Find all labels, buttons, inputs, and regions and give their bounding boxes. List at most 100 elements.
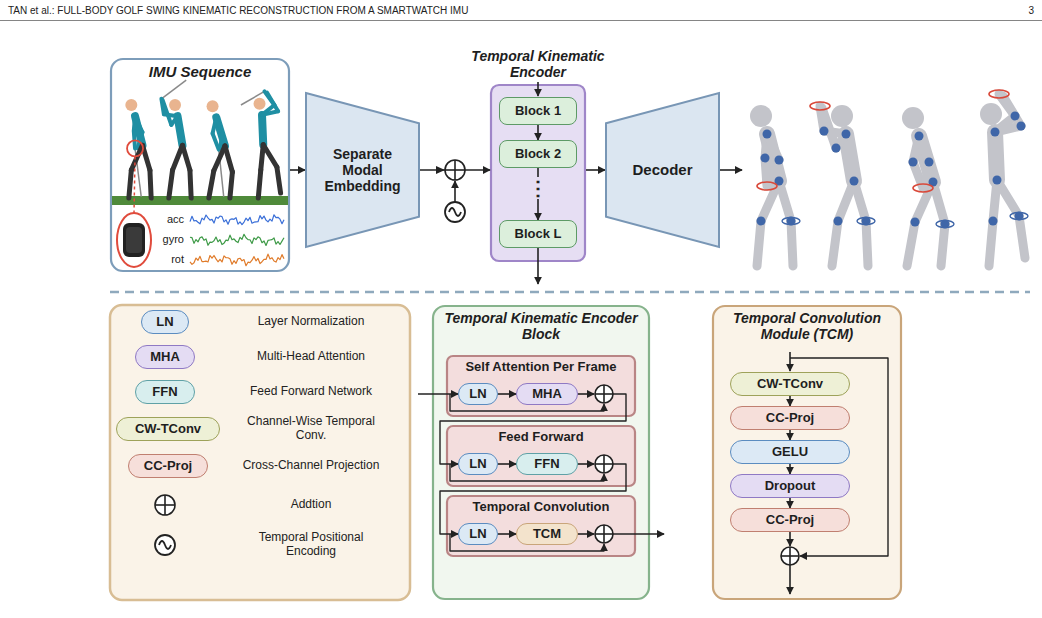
box-heading: IMU Sequence — [110, 58, 290, 80]
encoder-box: Temporal Kinematic EncoderBlock 1Block 2… — [490, 84, 586, 262]
projection-pill: CC-Proj — [730, 508, 850, 532]
input-panel: IMU Sequence — [110, 58, 290, 272]
legend-panel — [110, 305, 410, 600]
tcm-arrow — [789, 532, 791, 546]
page-number: 3 — [1016, 5, 1034, 16]
encoder-block-panel: Temporal Kinematic Encoder BlockSelf Att… — [432, 305, 650, 600]
body-mannequin — [980, 90, 1028, 266]
box-label: Block 1 — [515, 104, 561, 119]
trapezoid-shape — [606, 93, 719, 247]
smartwatch-screen — [126, 227, 142, 253]
box-label: Dropout — [765, 479, 816, 494]
box-label: FFN — [534, 457, 559, 472]
box-outline — [713, 306, 901, 599]
flow-arrow — [586, 169, 605, 171]
layer-norm-pill: LN — [458, 383, 498, 405]
sublayer-box: Self Attention Per FrameLN MHA — [446, 355, 636, 417]
watch-leader — [134, 156, 135, 213]
golfer-figure — [241, 91, 281, 198]
legend-text: Channel-Wise Temporal Conv. — [236, 415, 386, 443]
sublayer-arrow — [578, 393, 594, 395]
signal-trace — [190, 215, 284, 225]
decoder-output-arrow — [720, 169, 742, 171]
box-label: MHA — [532, 387, 562, 402]
trapezoid-shape — [306, 93, 419, 247]
golfer-figure — [161, 80, 191, 198]
box-heading: Feed Forward — [446, 425, 636, 445]
attention-pill: MHA — [516, 383, 578, 405]
box-heading: Temporal Kinematic Encoder Block — [432, 305, 650, 342]
flow-arrow — [290, 169, 305, 171]
projection-pill: CC-Proj — [730, 406, 850, 430]
box-heading: Temporal Convolution Module (TCM) — [712, 305, 902, 342]
box-label: Block L — [515, 227, 562, 242]
tcm-panel: Temporal Convolution Module (TCM) CW-TCon… — [712, 305, 902, 600]
box-label: FFN — [152, 385, 177, 400]
box-heading: Temporal Kinematic Encoder — [450, 48, 626, 80]
sublayer-box: Temporal ConvolutionLNTCM — [446, 495, 636, 557]
body-mannequin — [810, 102, 875, 266]
conv-pill: CW-TConv — [730, 372, 850, 396]
encoder-output-arrow — [537, 248, 539, 284]
flow-arrow — [789, 498, 791, 508]
box-outline — [491, 85, 585, 261]
box-label: GELU — [772, 445, 808, 460]
addition-symbol — [445, 160, 465, 180]
box-label: CC-Proj — [144, 459, 192, 474]
tcm-input-arrow — [789, 352, 791, 371]
sublayer-arrow — [578, 533, 594, 535]
flow-arrow — [498, 463, 516, 465]
box-label: CC-Proj — [766, 411, 814, 426]
box-heading: Decoder — [617, 161, 709, 178]
legend-abbreviation: CW-TConv — [116, 417, 220, 441]
box-label: CC-Proj — [766, 513, 814, 528]
layer-norm-pill: LN — [458, 453, 498, 475]
flow-arrow — [789, 396, 791, 406]
layer-norm-pill: LN — [458, 523, 498, 545]
arrow-head — [436, 166, 445, 174]
flow-arrow — [789, 430, 791, 440]
box-outline — [447, 496, 635, 556]
signal-trace — [190, 254, 284, 266]
running-head: TAN et al.: FULL-BODY GOLF SWING KINEMAT… — [8, 5, 908, 16]
positional-encoding-symbol — [445, 202, 465, 222]
box-label: TCM — [533, 527, 561, 542]
box-heading: Self Attention Per Frame — [446, 355, 636, 375]
block-input-arrow — [537, 82, 539, 96]
wrist-highlight — [127, 140, 143, 156]
signal-name: gyro — [150, 233, 184, 245]
legend-text: Addtion — [236, 498, 386, 512]
box-outline — [447, 426, 635, 486]
smartwatch-icon — [123, 223, 145, 257]
golfer-figure — [207, 100, 233, 198]
legend-text: Cross-Channel Projection — [236, 459, 386, 473]
box-label: CW-TConv — [757, 377, 823, 392]
grass-ground — [112, 196, 288, 205]
box-outline — [447, 356, 635, 416]
section-separator — [110, 291, 1030, 294]
ellipsis: ⋮ — [528, 177, 548, 199]
dropout-pill: Dropout — [730, 474, 850, 498]
addition-symbol — [781, 547, 799, 565]
tcm-pill: TCM — [516, 523, 578, 545]
addition-symbol — [595, 385, 613, 403]
box-label: Block 2 — [515, 147, 561, 162]
block-box: Block L — [499, 220, 577, 248]
box-heading: Separate Modal Embedding — [317, 146, 409, 194]
addition-symbol — [595, 455, 613, 473]
legend-text: Feed Forward Network — [236, 385, 386, 399]
block-box: Block 1 — [499, 97, 577, 125]
activation-pill: GELU — [730, 440, 850, 464]
box-outline — [111, 59, 289, 271]
box-label: CW-TConv — [135, 422, 201, 437]
embedding-trapezoid: Separate Modal Embedding — [305, 92, 420, 248]
positional-encoding-symbol — [155, 535, 175, 555]
addition-symbol — [155, 495, 175, 515]
box-label: LN — [469, 457, 486, 472]
legend-abbreviation: FFN — [135, 380, 195, 404]
feed-forward-pill: FFN — [516, 453, 578, 475]
legend-text: Temporal Positional Encoding — [236, 531, 386, 559]
body-mannequin — [902, 107, 954, 266]
sublayer-box: Feed ForwardLN FFN — [446, 425, 636, 487]
flow-arrow — [537, 125, 539, 140]
